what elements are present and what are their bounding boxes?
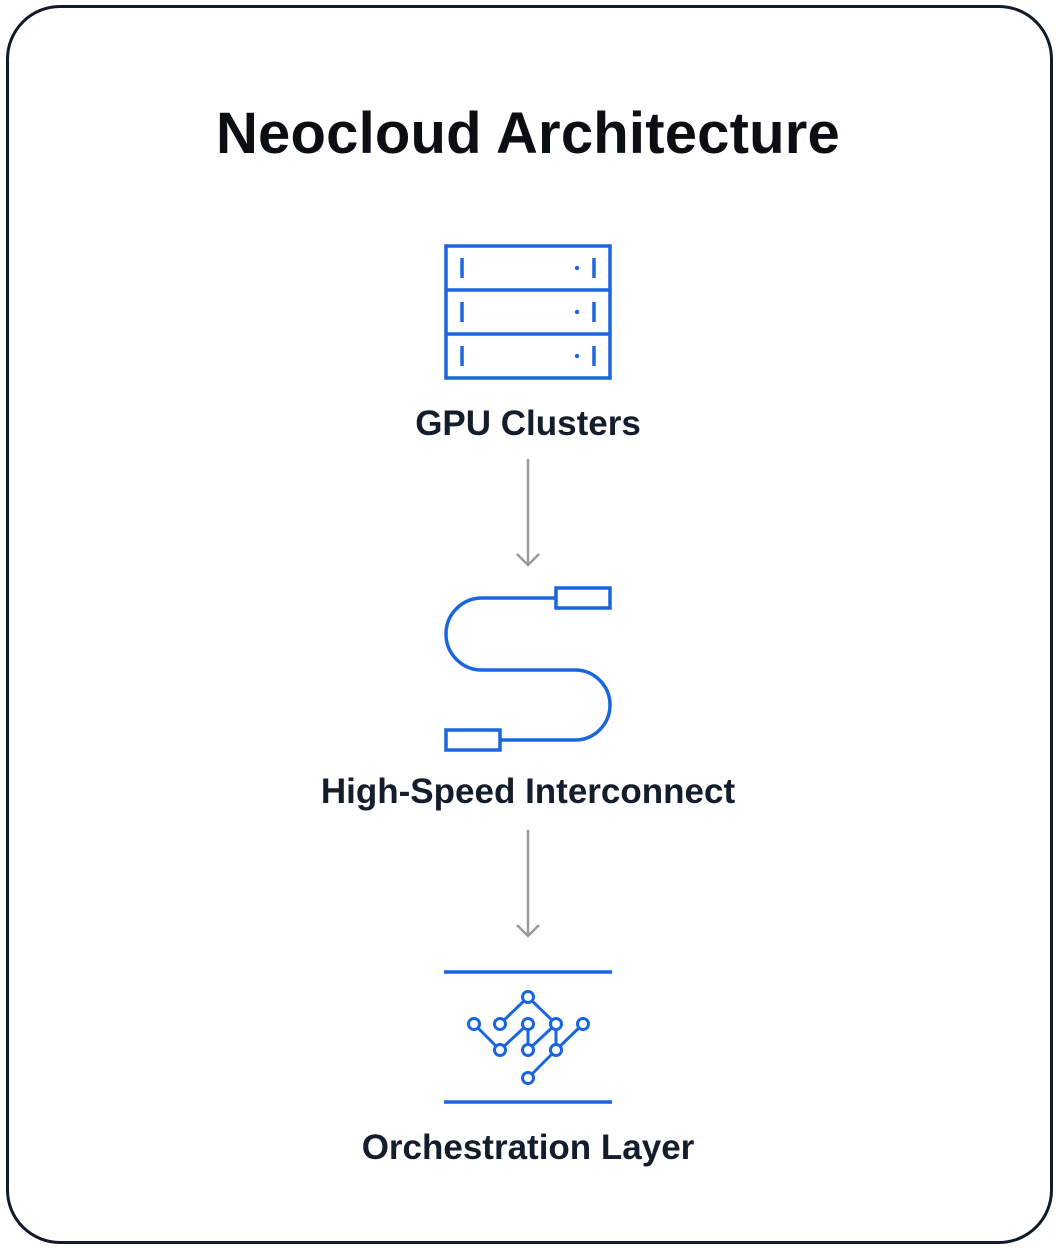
edge-gpu-to-interconnect <box>516 459 540 567</box>
network-graph-icon <box>444 970 612 1104</box>
server-rack-icon <box>444 244 612 380</box>
cable-icon <box>444 586 612 752</box>
edge-interconnect-to-orchestration <box>516 830 540 938</box>
node-label-gpu-clusters: GPU Clusters <box>415 404 641 443</box>
diagram-title: Neocloud Architecture <box>215 101 841 166</box>
node-label-orchestration-layer: Orchestration Layer <box>361 1128 695 1167</box>
node-label-high-speed-interconnect: High-Speed Interconnect <box>320 772 736 811</box>
